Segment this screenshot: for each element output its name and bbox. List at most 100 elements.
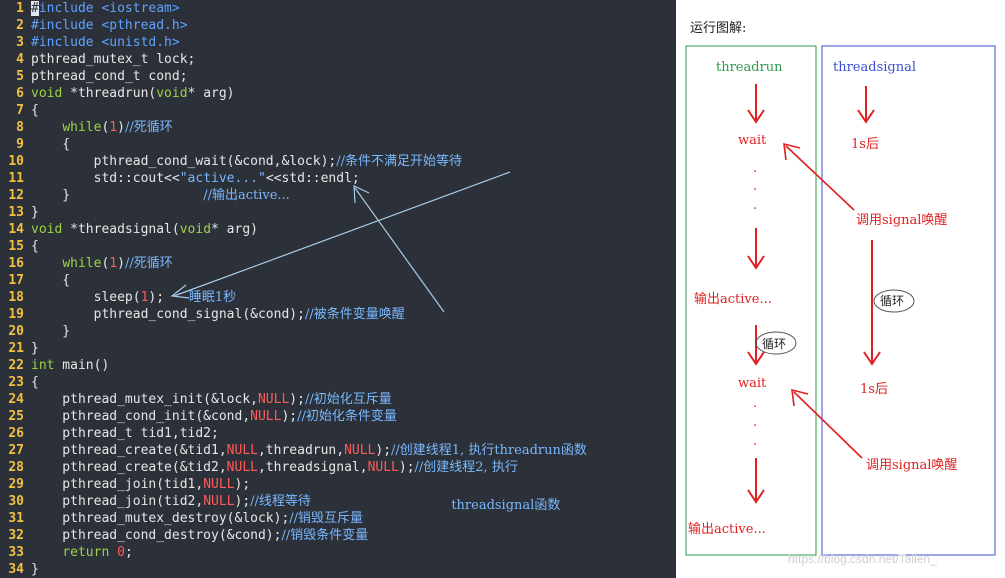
code-token: //死循环	[124, 120, 173, 135]
code-token: );	[398, 460, 415, 475]
code-token: void	[31, 86, 63, 101]
code-token: //线程等待	[250, 494, 311, 509]
watermark: https://blog.csdn.net/Tallen_	[788, 552, 937, 566]
code-token: while	[62, 256, 102, 271]
dots-1c: .	[753, 198, 757, 213]
code-token: NULL	[203, 494, 235, 509]
code-token: 睡眠1秒	[164, 290, 237, 305]
code-line: 1#include <iostream>	[0, 0, 180, 17]
signal-arrows	[783, 142, 863, 459]
dots-1b: .	[753, 179, 757, 194]
code-token: void	[156, 86, 188, 101]
code-line: 28 pthread_create(&tid2,NULL,threadsigna…	[0, 459, 518, 476]
code-token: {	[31, 239, 39, 254]
code-token: //输出active...	[203, 188, 290, 203]
code-token: }	[31, 324, 71, 339]
code-token: (	[101, 120, 110, 135]
line-number: 30	[8, 494, 24, 509]
line-number: 17	[8, 273, 24, 288]
code-token: NULL	[257, 392, 290, 407]
code-line: 21}	[0, 340, 39, 357]
code-token: *threadsignal(	[62, 222, 180, 237]
code-token: (	[101, 256, 110, 271]
code-line: 27 pthread_create(&tid1,NULL,threadrun,N…	[0, 442, 587, 459]
line-number: 9	[16, 137, 24, 152]
line-number: 21	[8, 341, 24, 356]
code-line: 4 pthread_mutex_t lock;	[0, 51, 195, 68]
code-token: ,threadrun,	[257, 443, 345, 458]
code-token: //被条件变量唤醒	[304, 307, 405, 322]
code-line: 32 pthread_cond_destroy(&cond);//销毁条件变量	[0, 527, 368, 544]
code-token: pthread_join(tid1,	[31, 477, 204, 492]
code-token: include <iostream>	[38, 1, 180, 16]
wait-label-1: wait	[738, 133, 767, 148]
line-number: 4	[16, 52, 24, 67]
code-token: pthread_cond_destroy(&cond);	[31, 528, 282, 543]
line-number: 12	[8, 188, 24, 203]
code-token: )	[117, 256, 125, 271]
code-line: 12 } //输出active...	[0, 187, 290, 204]
code-token: void	[31, 222, 63, 237]
output-label-2: 输出active...	[688, 521, 766, 537]
loop-label-left: 循环	[762, 337, 786, 351]
code-token: NULL	[226, 460, 258, 475]
loop-ellipse-right	[873, 289, 915, 313]
run-diagram: 运行图解: threadrun threadsignal wait . . . …	[685, 21, 996, 556]
after-1s-label-2: 1s后	[860, 382, 888, 397]
line-number: 16	[8, 256, 24, 271]
line-number: 14	[8, 222, 24, 237]
code-editor: 1#include <iostream>2#include <pthread.h…	[0, 0, 676, 578]
code-token: pthread_cond_wait(&cond,&lock);	[31, 154, 337, 169]
code-token: //销毁条件变量	[281, 528, 369, 543]
code-token	[31, 545, 62, 560]
code-token: #	[31, 1, 39, 16]
line-number: 31	[8, 511, 24, 526]
line-number: 10	[8, 154, 24, 169]
code-line: 8 while(1)//死循环	[0, 119, 173, 136]
line-number: 20	[8, 324, 24, 339]
line-number: 15	[8, 239, 24, 254]
code-token: {	[31, 273, 71, 288]
code-token: *threadrun(	[62, 86, 157, 101]
code-token: pthread_create(&tid1,	[31, 443, 227, 458]
code-token: );	[289, 392, 305, 407]
code-token: void	[179, 222, 212, 237]
line-number: 2	[16, 18, 24, 33]
code-line: 33 return 0;	[0, 544, 133, 561]
code-line: 31 pthread_mutex_destroy(&lock);//销毁互斥量	[0, 510, 363, 527]
code-token: while	[62, 120, 102, 135]
code-token: sleep(	[31, 290, 141, 305]
arrow-to-active-head	[353, 185, 370, 204]
floating-comment-text: threadsignal函数	[451, 498, 561, 513]
diagram-title: 运行图解:	[690, 21, 746, 36]
code-token: //创建线程2, 执行	[414, 460, 518, 475]
code-token: {	[31, 137, 71, 152]
line-number: 33	[8, 545, 24, 560]
line-number: 7	[16, 103, 24, 118]
code-token: ;	[124, 545, 133, 560]
code-token: pthread_cond_t cond;	[31, 69, 188, 84]
code-token: NULL	[367, 460, 399, 475]
threadsignal-header: threadsignal	[833, 60, 916, 75]
line-number: 32	[8, 528, 24, 543]
code-token	[109, 545, 117, 560]
wait-label-2: wait	[738, 376, 767, 391]
code-line: 17 {	[0, 272, 70, 289]
code-token: pthread_mutex_init(&lock,	[31, 392, 258, 407]
line-number: 19	[8, 307, 24, 322]
code-token: }	[31, 341, 39, 356]
code-token: ,threadsignal,	[257, 460, 368, 475]
code-line: 3#include <unistd.h>	[0, 34, 180, 51]
code-token: pthread_mutex_t lock;	[31, 52, 196, 67]
code-token: pthread_mutex_destroy(&lock);	[31, 511, 290, 526]
code-token: <<std::endl;	[265, 171, 360, 186]
line-number: 28	[8, 460, 24, 475]
loop-label-right: 循环	[880, 294, 904, 308]
line-number: 26	[8, 426, 24, 441]
line-number: 11	[8, 171, 24, 186]
dots-2c: .	[753, 434, 757, 449]
code-token: //销毁互斥量	[289, 511, 364, 526]
line-number: 23	[8, 375, 24, 390]
